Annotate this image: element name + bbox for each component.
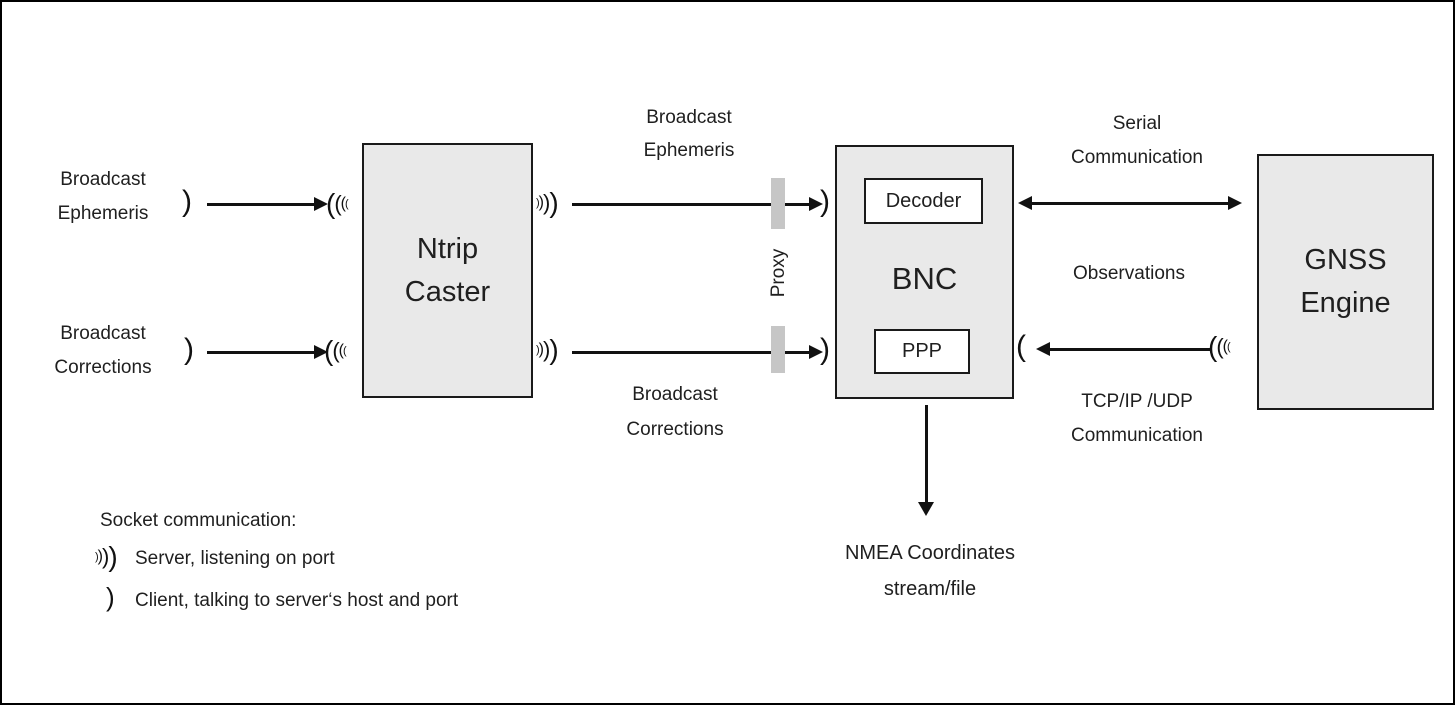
- gnss-engine-title-line2: Engine: [1300, 287, 1391, 319]
- arrowhead-right-icon: [314, 345, 328, 359]
- server-socket-icon-caster-left-bottom: ((((: [324, 335, 347, 366]
- label-broadcast-ephemeris-stream: Broadcast Ephemeris: [589, 101, 789, 167]
- label-line: Serial: [1112, 113, 1162, 134]
- legend-client-socket-icon: ): [106, 582, 115, 612]
- arrowhead-right-icon: [809, 345, 823, 359]
- label-line: NMEA Coordinates: [844, 542, 1016, 564]
- label-line: Corrections: [54, 357, 152, 378]
- arrow-line-ephemeris-input: [207, 203, 315, 206]
- label-line: Communication: [1071, 147, 1203, 168]
- label-broadcast-ephemeris-input: Broadcast Ephemeris: [22, 163, 184, 231]
- client-socket-icon-bnc-observations: (: [1016, 330, 1026, 363]
- legend-title: Socket communication:: [100, 510, 297, 531]
- proxy-label: Proxy: [768, 248, 789, 298]
- label-line: Corrections: [626, 419, 724, 440]
- box-gnss-engine: GNSS Engine: [1257, 154, 1434, 410]
- arrowhead-right-icon: [1228, 196, 1242, 210]
- label-line: Broadcast: [60, 169, 146, 190]
- label-nmea-output: NMEA Coordinates stream/file: [800, 535, 1060, 607]
- label-broadcast-corrections-input: Broadcast Corrections: [22, 317, 184, 385]
- label-line: Broadcast: [632, 384, 718, 405]
- arrow-line-nmea-output: [925, 405, 928, 504]
- arrowhead-left-icon: [1018, 196, 1032, 210]
- gnss-engine-title-line1: GNSS: [1304, 244, 1387, 276]
- legend-client-label: Client, talking to server‘s host and por…: [135, 590, 459, 611]
- arrowhead-left-icon: [1036, 342, 1050, 356]
- box-ppp: PPP: [874, 329, 970, 374]
- label-line: Communication: [1071, 425, 1203, 446]
- arrow-line-observations: [1049, 348, 1211, 351]
- label-tcp-udp-communication: TCP/IP /UDP Communication: [1037, 385, 1237, 453]
- server-socket-icon-caster-left-top: ((((: [326, 188, 349, 219]
- server-socket-icon-caster-right-bottom: )))): [536, 334, 559, 365]
- arrow-line-corrections-to-bnc: [572, 351, 810, 354]
- label-line: Broadcast: [60, 323, 146, 344]
- label-serial-communication: Serial Communication: [1037, 107, 1237, 175]
- ntrip-caster-title-line1: Ntrip: [416, 232, 479, 265]
- label-line: stream/file: [883, 578, 977, 600]
- arrow-line-corrections-input: [207, 351, 315, 354]
- decoder-label: Decoder: [885, 189, 962, 212]
- arrowhead-right-icon: [314, 197, 328, 211]
- client-socket-icon-ephemeris: ): [182, 185, 192, 218]
- label-line: Ephemeris: [57, 203, 149, 224]
- proxy-bar-top: [771, 178, 785, 229]
- box-decoder: Decoder: [864, 178, 983, 224]
- ppp-label: PPP: [901, 340, 943, 362]
- label-observations: Observations: [1073, 263, 1185, 284]
- proxy-bar-bottom: [771, 326, 785, 373]
- label-line: TCP/IP /UDP: [1081, 391, 1193, 412]
- box-bnc: Decoder BNC PPP: [835, 145, 1014, 399]
- client-socket-icon-bnc-top: ): [820, 185, 830, 218]
- arrowhead-right-icon: [809, 197, 823, 211]
- box-ntrip-caster: Ntrip Caster: [362, 143, 533, 398]
- arrow-line-ephemeris-to-bnc: [572, 203, 810, 206]
- legend-server-socket-icon: )))): [95, 541, 118, 572]
- ntrip-caster-title-line2: Caster: [404, 275, 491, 308]
- client-socket-icon-bnc-bottom: ): [820, 333, 830, 366]
- server-socket-icon-caster-right-top: )))): [536, 187, 559, 218]
- label-broadcast-corrections-stream: Broadcast Corrections: [575, 377, 775, 447]
- arrow-line-serial: [1032, 202, 1229, 205]
- server-socket-icon-gnss: ((((: [1208, 331, 1231, 362]
- label-line: Broadcast: [646, 107, 732, 128]
- arrowhead-down-icon: [918, 502, 934, 516]
- legend-server-label: Server, listening on port: [135, 548, 335, 569]
- label-line: Ephemeris: [643, 140, 735, 161]
- client-socket-icon-corrections: ): [184, 333, 194, 366]
- bnc-title: BNC: [891, 261, 958, 296]
